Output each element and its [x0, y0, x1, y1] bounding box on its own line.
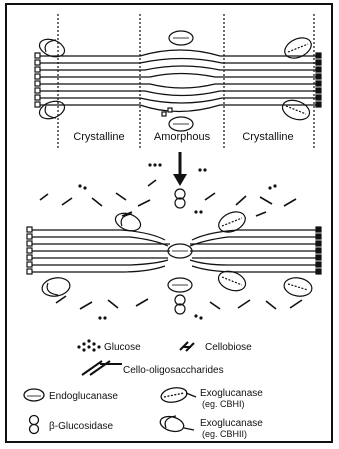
legend-exoglucanase-1-example: (eg. CBHI)	[202, 399, 245, 409]
legend-beta-glucosidase-label: β-Glucosidase	[49, 421, 114, 432]
chain-ends-bottom-left	[27, 227, 32, 274]
legend-cello-oligosaccharides-label: Cello-oligosaccharides	[123, 365, 224, 376]
legend-glucose-label: Glucose	[104, 342, 141, 353]
region-label-crystalline-left: Crystalline	[73, 131, 124, 143]
legend-cellobiose-label: Cellobiose	[205, 342, 252, 353]
region-label-crystalline-right: Crystalline	[242, 131, 293, 143]
legend-endoglucanase-label: Endoglucanase	[49, 391, 118, 402]
legend-exoglucanase-2-example: (eg. CBHII)	[202, 429, 247, 439]
legend-exoglucanase-1-label: Exoglucanase	[200, 388, 263, 399]
legend-exoglucanase-2-label: Exoglucanase	[200, 418, 263, 429]
region-label-amorphous: Amorphous	[154, 131, 211, 143]
chain-ends-bottom-right	[316, 227, 321, 274]
